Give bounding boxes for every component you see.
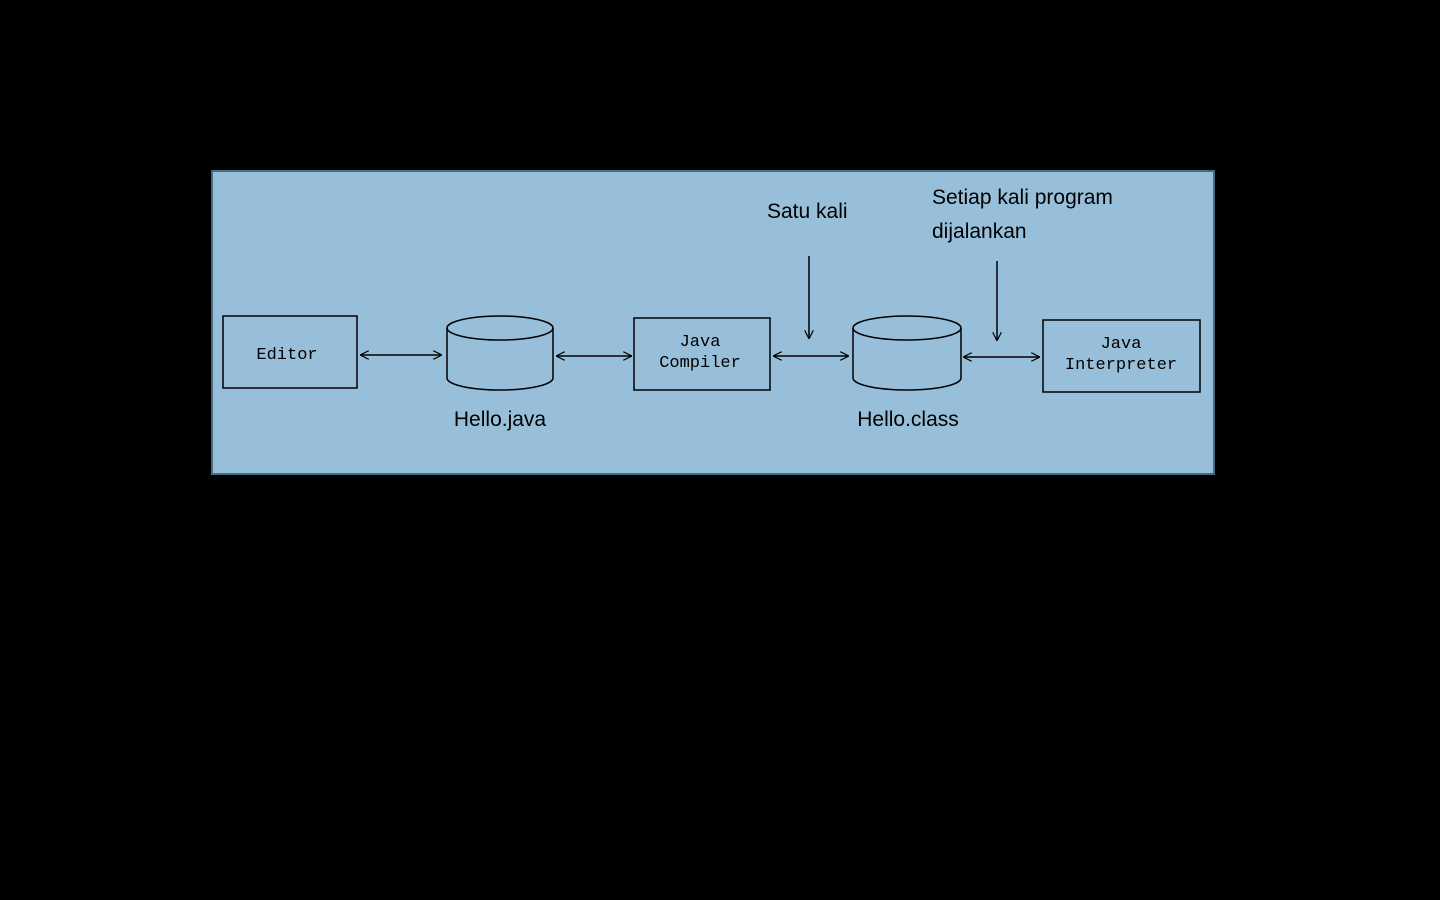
java-compiler-node: Java Compiler (633, 317, 771, 391)
annotation-every-run-line2: dijalankan (932, 220, 1027, 243)
hello-java-node: Hello.java (446, 315, 554, 431)
hello-class-node: Hello.class (852, 315, 962, 431)
annotation-every-run-line1: Setiap kali program (932, 186, 1113, 209)
editor-label: Editor (256, 346, 317, 365)
interpreter-label-line2: Interpreter (1065, 356, 1177, 375)
hello-java-label: Hello.java (454, 408, 547, 431)
compiler-label-line1: Java (680, 333, 721, 352)
interpreter-label-line1: Java (1101, 335, 1142, 354)
editor-node: Editor (222, 315, 358, 389)
compiler-label-line2: Compiler (659, 354, 741, 373)
annotation-once: Satu kali (767, 200, 848, 223)
hello-class-label: Hello.class (857, 408, 959, 431)
java-interpreter-node: Java Interpreter (1042, 319, 1201, 393)
